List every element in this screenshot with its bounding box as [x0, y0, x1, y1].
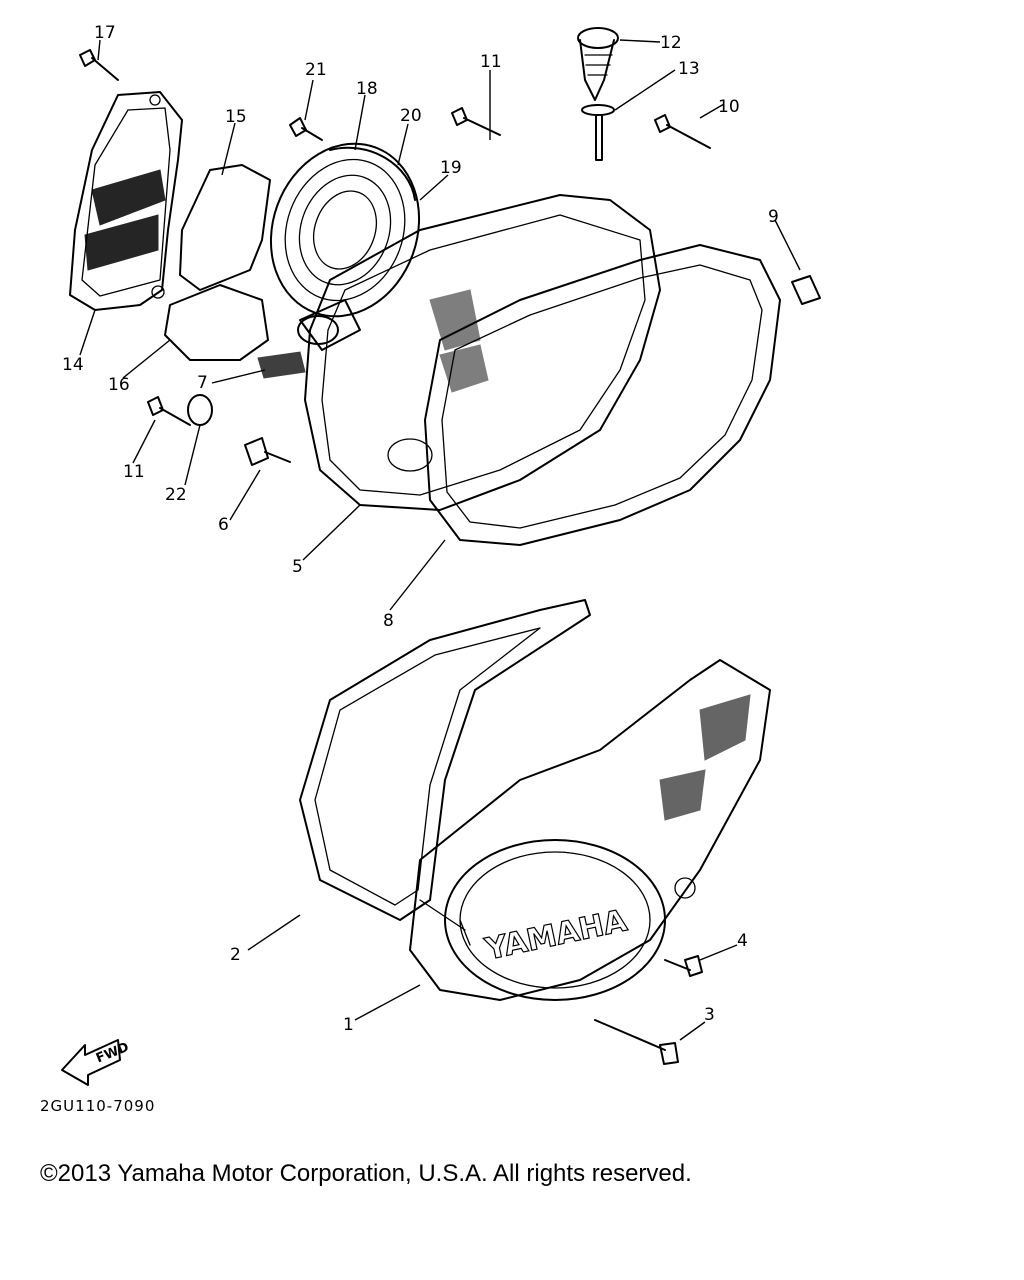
- part-18-rotor: [269, 142, 421, 318]
- part-8-gasket: [424, 244, 781, 546]
- callout-21: 21: [305, 60, 327, 80]
- callout-9: 9: [768, 207, 779, 227]
- callout-12: 12: [660, 33, 682, 53]
- callout-17: 17: [94, 23, 116, 43]
- callout-5: 5: [292, 557, 303, 577]
- leader-lines: [79, 39, 801, 1041]
- part-15-gasket: [179, 164, 271, 291]
- callout-11-left: 11: [123, 462, 145, 482]
- callout-19: 19: [440, 158, 462, 178]
- part-5-crankcase-cover: [297, 194, 661, 511]
- part-2-gasket: [299, 599, 591, 921]
- part-16-plate: [164, 284, 269, 361]
- part-10-bolt: [654, 114, 711, 149]
- callout-11-top: 11: [480, 52, 502, 72]
- exploded-parts-diagram: YAMAHA FWD 1: [61, 23, 821, 1086]
- callout-6: 6: [218, 515, 229, 535]
- callout-16: 16: [108, 375, 130, 395]
- part-21-bolt: [289, 117, 323, 141]
- callout-7: 7: [197, 373, 208, 393]
- part-4-bolt: [664, 955, 703, 977]
- callout-4: 4: [737, 931, 748, 951]
- copyright-notice: ©2013 Yamaha Motor Corporation, U.S.A. A…: [40, 1160, 692, 1187]
- callout-13: 13: [678, 59, 700, 79]
- callout-2: 2: [230, 945, 241, 965]
- part-17-bolt: [79, 49, 119, 81]
- part-11-bolt-top: [451, 107, 501, 136]
- part-13-o-ring: [581, 104, 615, 161]
- callout-10: 10: [718, 97, 740, 117]
- callout-15: 15: [225, 107, 247, 127]
- callout-8: 8: [383, 611, 394, 631]
- callout-20: 20: [400, 106, 422, 126]
- callout-labels: 1 2 3 4 5 6 7 8 9 10 11 11 12 13 14 15 1…: [62, 23, 779, 1035]
- cover-lettering: YAMAHA: [481, 903, 630, 967]
- callout-1: 1: [343, 1015, 354, 1035]
- callout-18: 18: [356, 79, 378, 99]
- part-20-ring: [329, 146, 416, 201]
- callout-14: 14: [62, 355, 84, 375]
- callout-3: 3: [704, 1005, 715, 1025]
- part-22-clip: [187, 394, 213, 426]
- part-7-plate: [257, 351, 306, 379]
- part-11-bolt-left: [147, 396, 191, 426]
- part-12-oil-cap: [577, 27, 619, 101]
- part-9-plug: [791, 275, 821, 305]
- part-3-bolt: [594, 1019, 679, 1065]
- fwd-arrow-icon: FWD: [61, 1039, 131, 1086]
- part-1-cover: YAMAHA: [409, 659, 771, 1001]
- diagram-code: 2GU110-7090: [40, 1097, 156, 1115]
- part-6-screw: [244, 437, 291, 466]
- part-14-cover: [69, 91, 183, 311]
- callout-22: 22: [165, 485, 187, 505]
